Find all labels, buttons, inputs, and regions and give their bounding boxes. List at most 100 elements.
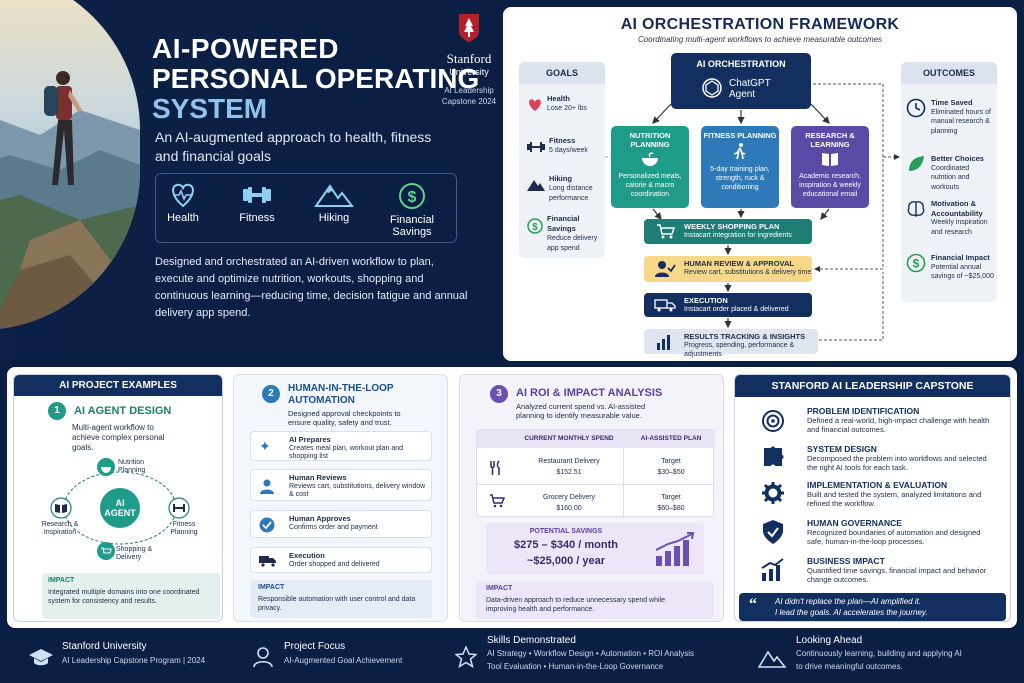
step-title: RESULTS TRACKING & INSIGHTS [684,332,806,341]
goal-title: Health [547,94,570,103]
roi-title: AI ROI & IMPACT ANALYSIS [516,387,663,399]
outcome-detail: Coordinated nutrition and workouts [931,164,970,191]
goal-detail: Reduce delivery app spend [547,235,598,252]
stanford-badge: Stanford University AI Leadership Capsto… [438,12,500,107]
footer-sub2: to drive meaningful outcomes. [796,662,903,671]
agent-center-label: AI AGENT [104,498,136,518]
bar-chart-icon [657,335,670,350]
roi-target-label: Target [661,458,681,465]
roi-card: 3 AI ROI & IMPACT ANALYSIS Analyzed curr… [459,374,724,622]
check-circle-icon [259,517,275,533]
footer-title: Stanford University [62,641,147,652]
impact-text: Data-driven approach to reduce unnecessa… [486,597,665,613]
goal-detail: 5 days/week [549,147,588,154]
examples-desc: Multi-agent workflow to achieve complex … [72,423,165,452]
goal-health: Health [148,182,218,224]
footer-sub: Continuously learning, building and appl… [796,649,962,658]
person-check-icon [655,261,676,277]
outcome-title: Financial Impact [931,253,990,262]
puzzle-icon [764,446,784,466]
quote-line1: AI didn't replace the plan—AI amplified … [775,597,922,606]
impact-label: IMPACT [486,585,513,592]
fitness-agent-box: FITNESS PLANNING 5-day training plan, st… [701,126,779,208]
agent-detail: 5-day training plan, strength, ruck & co… [710,166,770,191]
capstone-item-title: BUSINESS IMPACT [807,556,885,566]
clock-icon [906,98,926,118]
mountain-icon [758,650,786,668]
examples-title: AI AGENT DESIGN [74,405,172,417]
goal-item: Fitness 5 days/week [527,136,588,156]
roi-target-value: $30–$50 [657,469,685,476]
roi-target-value: $60–$80 [657,505,685,512]
goal-title: Hiking [549,174,572,183]
footer-sub: AI Leadership Capstone Program | 2024 [62,656,206,665]
roi-number: 3 [490,385,508,403]
capstone-item-title: PROBLEM IDENTIFICATION [807,406,920,416]
heart-pulse-icon [172,183,194,208]
examples-header: AI PROJECT EXAMPLES [14,375,222,396]
roi-row-target: Target $30–$50 [627,456,715,478]
stanford-name: Stanford [446,51,492,66]
footer-item: Stanford University AI Leadership Capston… [28,640,205,668]
capstone-item-detail: Defined a real-world, high-impact challe… [807,416,990,434]
roi-row: Restaurant Delivery$152.51 [515,456,623,478]
growth-chart-icon [655,532,695,566]
sparkle-icon: ✦ [259,438,271,454]
goal-fitness-label: Fitness [239,212,275,224]
footer-title: Skills Demonstrated [487,635,576,646]
capstone-header: STANFORD AI LEADERSHIP CAPSTONE [735,375,1010,397]
roi-row: Grocery Delivery$160.00 [515,492,623,514]
framework-subtitle: Coordinating multi-agent workflows to ac… [637,35,883,44]
node-shopping: Shopping & Delivery [116,546,153,561]
hitl-step-title: Human Reviews [289,473,347,482]
hero-title-line3: SYSTEM [152,93,268,124]
hitl-step-title: Execution [289,551,325,560]
svg-text:$: $ [408,189,417,206]
savings-year: ~$25,000 / year [527,555,605,567]
runner-icon [733,143,746,160]
fork-knife-icon [490,460,500,475]
footer-title: Project Focus [284,641,346,652]
hitl-step-detail: Confirms order and payment [289,523,378,531]
roi-row-current: $152.51 [556,469,582,476]
roi-row-target: Target$60–$80 [627,492,715,514]
truck-icon [654,299,676,312]
goal-detail: Lose 20+ lbs [547,105,587,112]
agent-detail: Personalized meals, calorie & macro coor… [618,173,682,198]
agent-title: FITNESS PLANNING [703,131,777,140]
hitl-step-title: Human Approves [289,514,351,523]
hitl-step-detail: Order shopped and delivered [289,560,380,568]
hero-title-line1: AI-POWERED [152,33,339,64]
cart-icon [490,494,505,508]
agent-title: NUTRITION PLANNING [629,131,671,149]
user-icon [253,647,273,668]
goal-title: Fitness [549,136,576,145]
goal-title: Financial Savings [547,214,580,233]
roi-col1: CURRENT MONTHLY SPEND [524,435,614,442]
step-detail: Review cart, substitutions & delivery ti… [684,269,812,276]
truck-icon [259,556,276,567]
footer-sub2: Tool Evaluation • Human-in-the-Loop Gove… [487,662,664,671]
outcome-detail: Potential annual savings of ~$25,000 [931,263,994,281]
step-detail: Progress, spending, performance & adjust… [684,342,795,358]
nutrition-agent-box: NUTRITION PLANNING Personalized meals, c… [611,126,689,208]
hitl-title: HUMAN-IN-THE-LOOP AUTOMATION [288,383,394,406]
capstone-item-title: SYSTEM DESIGN [807,444,877,454]
framework-title: AI ORCHESTRATION FRAMEWORK [620,16,900,33]
dumbbell-icon [243,187,271,203]
bottom-panel: AI PROJECT EXAMPLES 1 AI AGENT DESIGN Mu… [7,367,1017,628]
capstone-item-title: IMPLEMENTATION & EVALUATION [807,480,948,490]
